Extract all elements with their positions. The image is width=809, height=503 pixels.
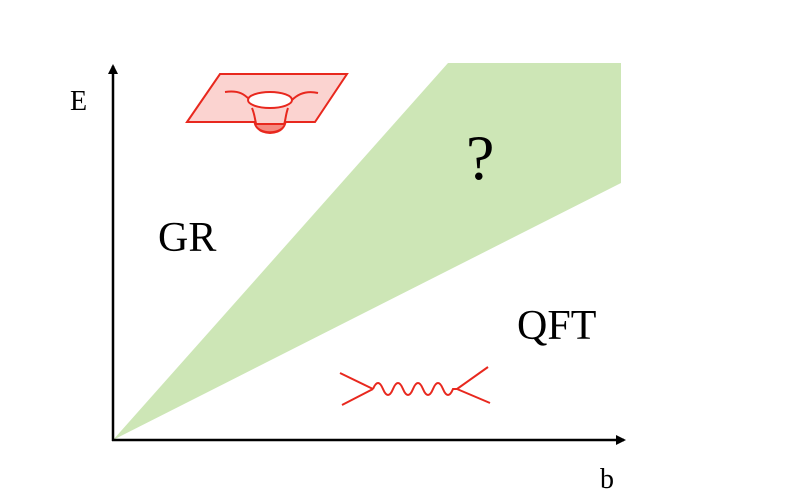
x-axis-label: b xyxy=(600,464,614,495)
curved-spacetime-icon xyxy=(185,73,349,135)
y-axis-label: E xyxy=(70,86,88,117)
qft-region-label: QFT xyxy=(517,303,597,349)
gr-region-label: GR xyxy=(158,215,217,261)
uncertain-region-band xyxy=(113,63,621,440)
unknown-region-label: ? xyxy=(466,122,495,193)
feynman-diagram-icon xyxy=(339,366,491,406)
